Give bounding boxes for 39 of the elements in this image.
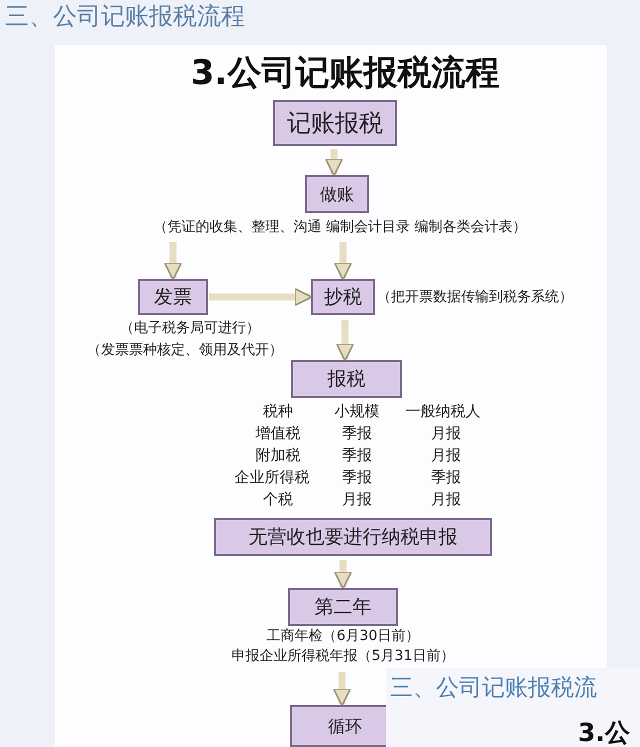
process-box: 发票 — [138, 279, 208, 315]
table-cell: 季报 — [431, 468, 461, 487]
diagram-title: 3.公司记账报税流程 — [190, 52, 500, 95]
arrow — [164, 242, 182, 281]
table-cell: 季报 — [342, 424, 372, 443]
table-cell: 月报 — [431, 424, 461, 443]
arrow — [324, 149, 344, 177]
arrow — [334, 242, 352, 281]
note-text: （发票票种核定、领用及代开） — [87, 341, 283, 359]
arrow — [336, 320, 354, 362]
note-text: （电子税务局可进行） — [120, 319, 260, 337]
process-box: 做账 — [305, 175, 369, 213]
table-cell: 月报 — [342, 490, 372, 509]
table-cell: 月报 — [431, 490, 461, 509]
process-box: 无营收也要进行纳税申报 — [214, 518, 492, 556]
table-cell: 税种 — [263, 402, 293, 421]
process-box: 抄税 — [311, 279, 375, 315]
section-heading: 三、公司记账报税流 — [390, 674, 597, 703]
note-text: 工商年检（6月30日前） — [266, 627, 420, 645]
note-text: 申报企业所得税年报（5月31日前） — [232, 647, 454, 665]
table-cell: 企业所得税 — [234, 468, 310, 487]
table-cell: 季报 — [342, 468, 372, 487]
arrow — [334, 560, 352, 590]
table-cell: 月报 — [431, 446, 461, 465]
arrow — [332, 672, 352, 707]
note-text: （凭证的收集、整理、沟通 编制会计目录 编制各类会计表） — [154, 218, 526, 236]
note-text: （把开票数据传输到税务系统） — [377, 288, 573, 306]
process-box: 记账报税 — [273, 100, 397, 146]
table-cell: 一般纳税人 — [406, 402, 480, 421]
table-cell: 小规模 — [334, 402, 380, 421]
section-heading: 三、公司记账报税流程 — [5, 1, 245, 32]
table-cell: 增值税 — [256, 424, 300, 443]
table-cell: 季报 — [342, 446, 372, 465]
process-box: 第二年 — [288, 588, 398, 626]
table-cell: 个税 — [263, 490, 293, 509]
arrow — [209, 288, 313, 306]
cropped-title: 3.公 — [578, 717, 630, 747]
process-box: 报税 — [291, 360, 402, 398]
table-cell: 附加税 — [256, 446, 300, 465]
